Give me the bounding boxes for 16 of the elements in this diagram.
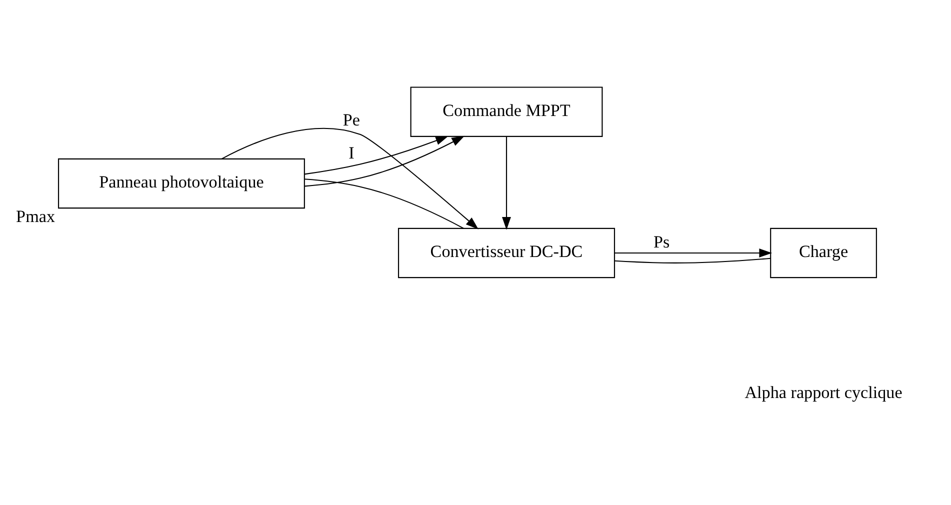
arrow xyxy=(614,248,772,257)
node-box: Convertisseur DC-DC xyxy=(398,227,616,278)
edge-label: I xyxy=(348,143,354,162)
connector xyxy=(304,178,464,228)
node-box: Panneau photovoltaique xyxy=(58,158,305,208)
arrow xyxy=(502,136,511,230)
connector xyxy=(614,257,771,263)
arrow xyxy=(304,135,448,174)
arrow xyxy=(304,135,465,186)
arrow xyxy=(222,127,479,229)
label: Alpha rapport cyclique xyxy=(744,382,902,402)
edge-label: Ps xyxy=(653,232,670,251)
node-label: Pmax xyxy=(16,206,55,226)
edge-label: Pe xyxy=(342,110,360,130)
node-box: Charge xyxy=(770,227,877,278)
node-box: Commande MPPT xyxy=(410,86,603,136)
